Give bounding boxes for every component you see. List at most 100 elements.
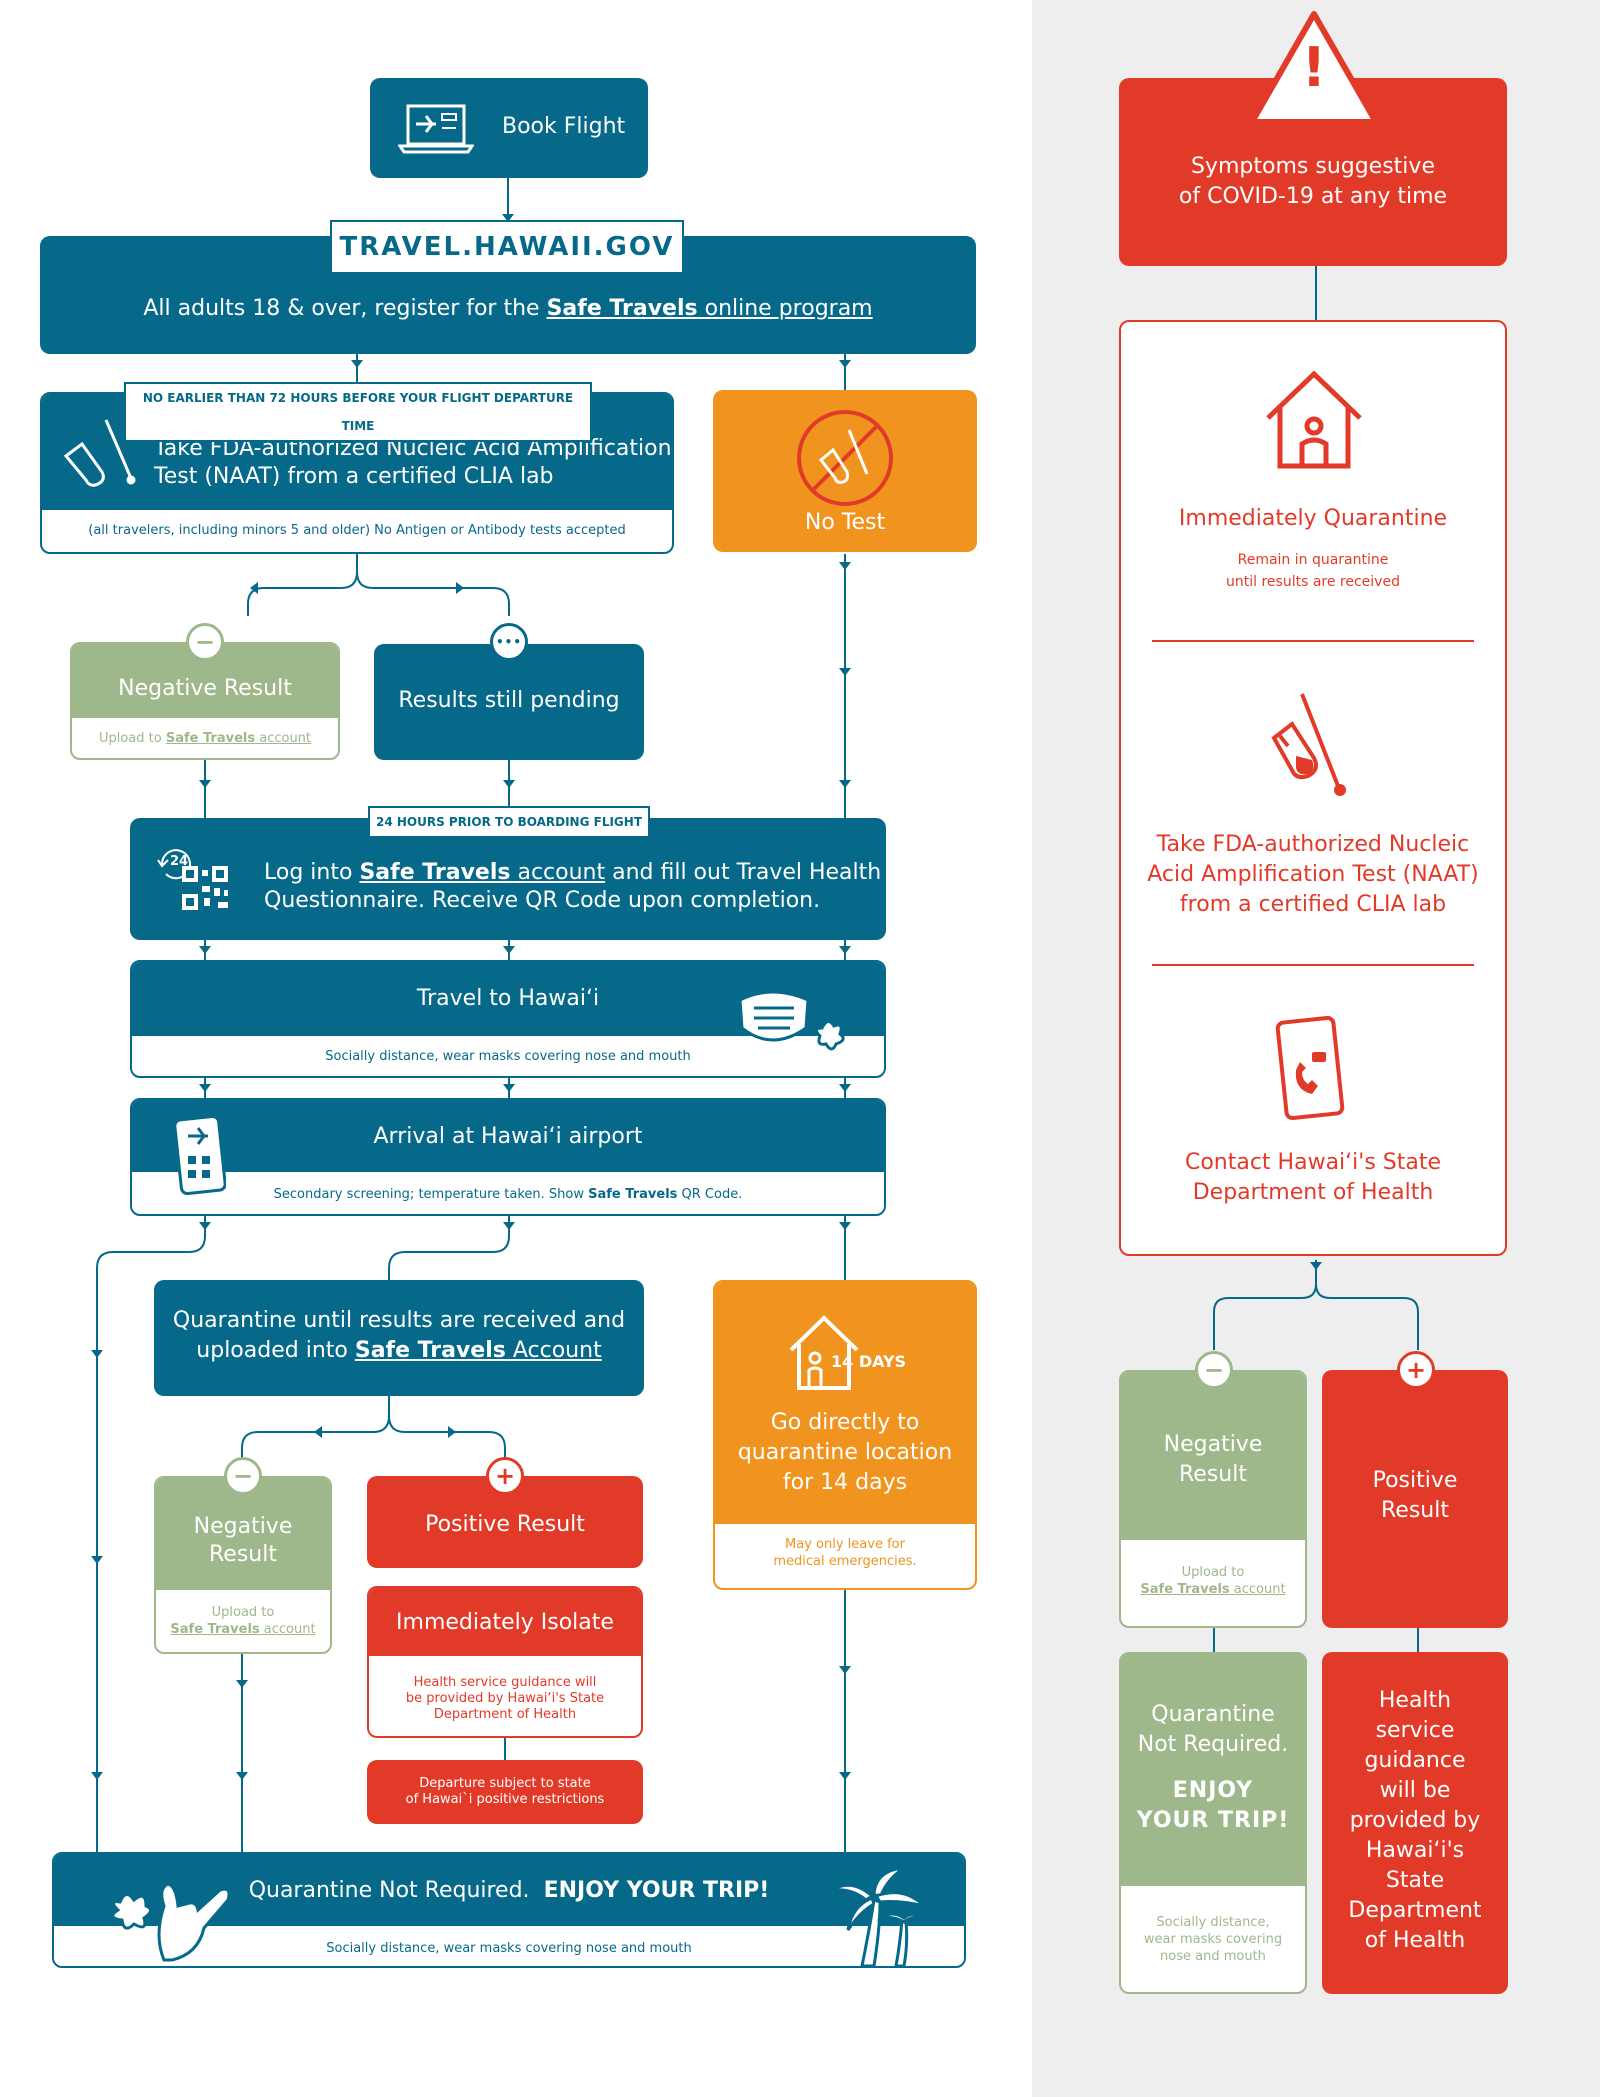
right-positive-result-step: Positive Result — [1322, 1370, 1508, 1628]
right-positive-line-1: Positive — [1372, 1468, 1458, 1493]
test-tube-icon — [1271, 693, 1346, 796]
fourteen-days-badge: 14 DAYS — [831, 1352, 907, 1371]
immediately-quarantine-note-1: Remain in quarantine — [1237, 552, 1389, 568]
departure-line-1: Departure subject to state — [419, 1776, 591, 1791]
results-pending-label: Results still pending — [398, 688, 620, 713]
no-test-step: No Test — [713, 390, 977, 552]
final-text: Quarantine Not Required. ENJOY YOUR TRIP… — [248, 1878, 770, 1903]
right-negative-line-2: Result — [1179, 1462, 1247, 1487]
house-icon — [1266, 370, 1362, 469]
negative-result-after-arrival-step: Negative Result Upload to Safe Travels a… — [154, 1476, 332, 1654]
plus-icon: + — [1397, 1351, 1435, 1389]
laptop-flight-icon — [398, 104, 474, 154]
go-quarantine-note-1: May only leave for — [785, 1537, 905, 1552]
right-not-required-note-3: nose and mouth — [1160, 1949, 1266, 1964]
right-test-line-1: Take FDA-authorized Nucleic — [1156, 832, 1470, 857]
go-quarantine-line-3: for 14 days — [782, 1470, 908, 1495]
naat-line-2: Test (NAAT) from a certified CLIA lab — [154, 464, 554, 489]
travel-step: Travel to Hawai‘i Socially distance, wea… — [130, 960, 886, 1078]
right-enjoy-line-1: ENJOY — [1172, 1778, 1254, 1803]
immediately-quarantine-title: Immediately Quarantine — [1178, 506, 1448, 531]
isolate-note-3: Department of Health — [433, 1707, 577, 1722]
minus-icon: − — [224, 1457, 262, 1495]
right-health-line-2: service — [1375, 1718, 1455, 1743]
right-negative-line-1: Negative — [1163, 1432, 1263, 1457]
minus-icon: − — [186, 623, 224, 661]
qr-code-24-icon — [157, 849, 228, 910]
right-not-required-line-2: Not Required. — [1137, 1732, 1289, 1757]
isolate-note-2: be provided by Hawai‘i's State — [405, 1691, 605, 1706]
home-icon — [789, 1315, 859, 1390]
right-negative-note-1: Upload to — [1181, 1565, 1245, 1580]
travel-title: Travel to Hawai‘i — [416, 986, 600, 1011]
symptoms-line-1: Symptoms suggestive — [1191, 154, 1435, 179]
naat-timing-tag: NO EARLIER THAN 72 HOURS BEFORE YOUR FLI… — [124, 382, 592, 442]
travel-hawaii-gov-link[interactable]: TRAVEL.HAWAII.GOV — [330, 220, 684, 274]
left-connector-arrows — [91, 214, 851, 1780]
quarantine-until-line-2: uploaded into Safe Travels Account — [196, 1338, 602, 1363]
right-not-required-note-1: Socially distance, — [1156, 1915, 1270, 1930]
no-test-label: No Test — [804, 510, 886, 535]
naat-note: (all travelers, including minors 5 and o… — [88, 523, 626, 538]
right-not-required-note-2: wear masks covering — [1143, 1932, 1283, 1947]
right-test-line-2: Acid Amplification Test (NAAT) — [1147, 862, 1479, 887]
departure-line-2: of Hawai`i positive restrictions — [405, 1792, 605, 1807]
right-connector-lines — [1213, 266, 1419, 1652]
right-quarantine-not-required-step: Quarantine Not Required. ENJOY YOUR TRIP… — [1119, 1652, 1307, 1994]
right-enjoy-line-2: YOUR TRIP! — [1136, 1808, 1290, 1833]
plus-icon: + — [486, 1457, 524, 1495]
negative-2-note-2: Safe Travels account — [170, 1622, 316, 1637]
right-health-guidance-step: Health service guidance will be provided… — [1322, 1652, 1508, 1994]
go-to-quarantine-step: 14 DAYS Go directly to quarantine locati… — [713, 1280, 977, 1590]
questionnaire-step: 24 Log into Safe Travels account and fil… — [130, 818, 886, 940]
palm-tree-icon — [831, 1866, 929, 1966]
quarantine-until-line-1: Quarantine until results are received an… — [172, 1308, 626, 1333]
shaka-hand-icon — [111, 1882, 231, 1962]
go-quarantine-note-2: medical emergencies. — [773, 1554, 917, 1569]
right-negative-note-2: Safe Travels account — [1140, 1582, 1286, 1597]
isolate-note-1: Health service guidance will — [413, 1675, 597, 1690]
register-text: All adults 18 & over, register for the S… — [143, 296, 873, 321]
negative-2-note-1: Upload to — [211, 1605, 275, 1620]
warning-mark: ! — [1301, 36, 1327, 99]
go-quarantine-line-2: quarantine location — [737, 1440, 953, 1465]
right-negative-result-step: Negative Result Upload to Safe Travels a… — [1119, 1370, 1307, 1628]
immediately-quarantine-note-2: until results are received — [1226, 574, 1400, 590]
right-divider-1 — [1152, 640, 1474, 642]
contact-line-2: Department of Health — [1192, 1180, 1434, 1205]
right-health-line-5: provided by — [1349, 1808, 1481, 1833]
negative-result-note: Upload to Safe Travels account — [98, 731, 312, 746]
questionnaire-timing-tag: 24 HOURS PRIOR TO BOARDING FLIGHT — [368, 806, 650, 838]
right-divider-2 — [1152, 964, 1474, 966]
test-swab-icon — [63, 419, 136, 487]
negative-result-label: Negative Result — [118, 676, 292, 701]
arrival-step: Arrival at Hawai‘i airport Secondary scr… — [130, 1098, 886, 1216]
no-test-icon — [797, 410, 893, 506]
minus-icon: − — [1195, 1351, 1233, 1389]
enjoy-your-trip-step: Quarantine Not Required. ENJOY YOUR TRIP… — [52, 1852, 966, 1968]
questionnaire-line-1: Log into Safe Travels account and fill o… — [264, 860, 882, 885]
arrival-note: Secondary screening; temperature taken. … — [273, 1187, 743, 1202]
right-test-line-3: from a certified CLIA lab — [1179, 892, 1447, 917]
phone-call-icon — [1275, 1015, 1345, 1121]
quarantine-until-results-step: Quarantine until results are received an… — [154, 1280, 644, 1396]
isolate-title: Immediately Isolate — [396, 1610, 614, 1635]
hours-24-badge: 24 — [170, 854, 189, 869]
book-flight-step: Book Flight — [370, 78, 648, 178]
right-not-required-line-1: Quarantine — [1151, 1702, 1275, 1727]
immediately-isolate-step: Immediately Isolate Health service guida… — [367, 1586, 643, 1738]
right-health-line-4: will be — [1379, 1778, 1451, 1803]
right-health-line-7: State — [1385, 1868, 1445, 1893]
results-pending-step: Results still pending — [374, 644, 644, 760]
right-health-line-1: Health — [1378, 1688, 1452, 1713]
right-connector-arrows — [1310, 1262, 1322, 1270]
symptoms-actions-card — [1119, 320, 1507, 1256]
ellipsis-icon: ••• — [490, 623, 528, 661]
final-note: Socially distance, wear masks covering n… — [326, 1941, 692, 1956]
negative-2-line-2: Result — [209, 1542, 277, 1567]
book-flight-label: Book Flight — [502, 114, 626, 139]
right-positive-line-2: Result — [1381, 1498, 1449, 1523]
questionnaire-line-2: Questionnaire. Receive QR Code upon comp… — [264, 888, 821, 913]
